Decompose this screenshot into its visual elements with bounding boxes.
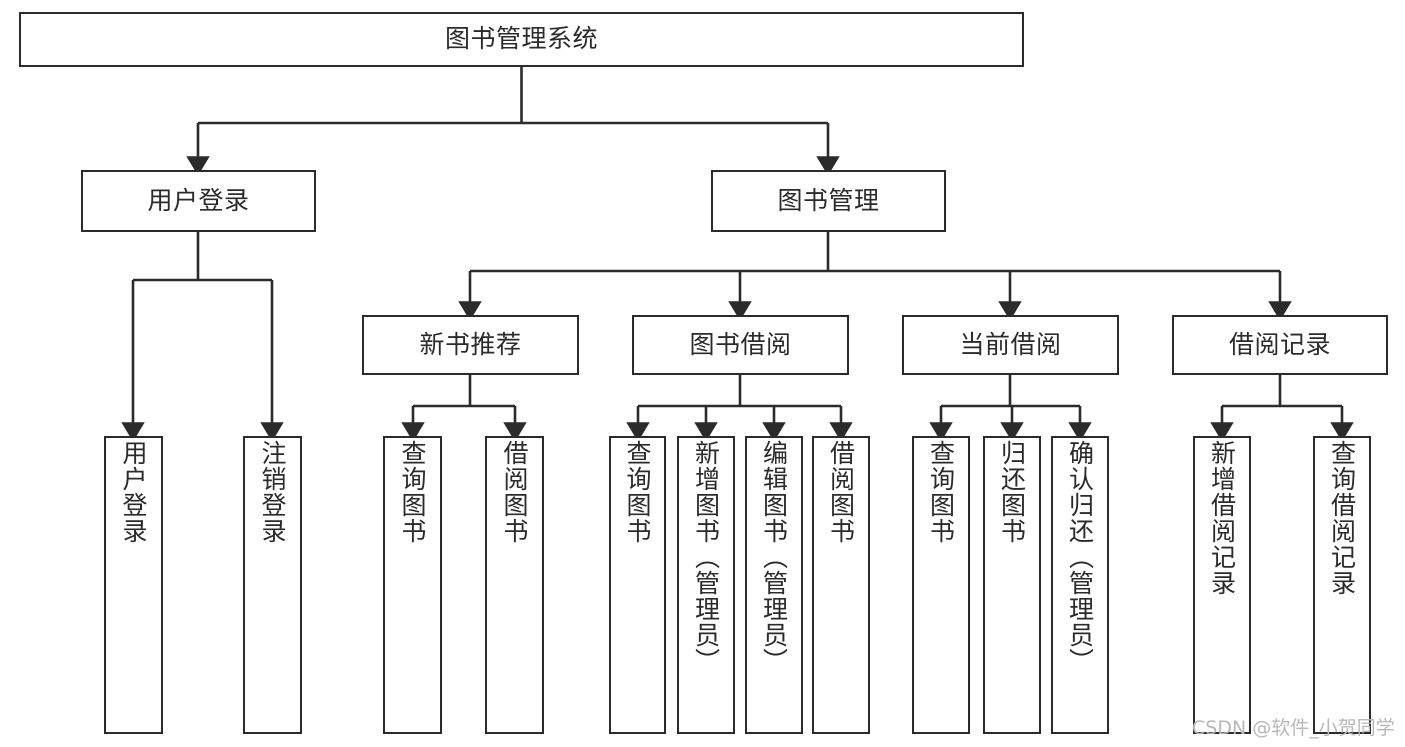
node-leaf-query-book-recommend[interactable]: 查询图书 [383,436,442,734]
csdn-watermark: CSDN @软件_小贺同学 [1192,717,1395,739]
node-leaf-add-borrow-record-label: 新增借阅记录 [1207,440,1237,596]
node-leaf-edit-book-admin[interactable]: 编辑图书（管理员） [745,436,803,734]
node-book-management-label: 图书管理 [777,185,880,215]
node-book-management[interactable]: 图书管理 [711,170,946,232]
node-leaf-query-borrow-record[interactable]: 查询借阅记录 [1313,436,1371,734]
node-current-borrow-label: 当前借阅 [959,329,1062,359]
node-leaf-user-login[interactable]: 用户登录 [104,436,163,734]
node-leaf-confirm-return-admin-label: 确认归还（管理员） [1065,440,1095,674]
node-leaf-query-book-borrow-label: 查询图书 [623,440,652,544]
node-leaf-query-book-current-label: 查询图书 [926,440,956,544]
node-current-borrow[interactable]: 当前借阅 [902,315,1119,375]
node-new-book-recommend-label: 新书推荐 [419,329,522,359]
node-leaf-borrow-book-recommend[interactable]: 借阅图书 [485,436,544,734]
node-leaf-add-book-admin-label: 新增图书（管理员） [691,440,721,674]
node-leaf-query-book-borrow[interactable]: 查询图书 [609,436,666,734]
node-leaf-logout-login[interactable]: 注销登录 [243,436,302,734]
node-borrow-record-label: 借阅记录 [1228,329,1331,359]
node-leaf-return-book-label: 归还图书 [997,440,1027,544]
node-leaf-borrow-book-label: 借阅图书 [826,440,856,544]
node-borrow-record[interactable]: 借阅记录 [1172,315,1388,375]
node-leaf-query-borrow-record-label: 查询借阅记录 [1327,440,1357,596]
node-user-login[interactable]: 用户登录 [81,170,316,232]
node-leaf-confirm-return-admin[interactable]: 确认归还（管理员） [1051,436,1109,734]
node-leaf-return-book[interactable]: 归还图书 [983,436,1041,734]
node-leaf-add-book-admin[interactable]: 新增图书（管理员） [677,436,735,734]
node-leaf-borrow-book[interactable]: 借阅图书 [812,436,870,734]
node-new-book-recommend[interactable]: 新书推荐 [362,315,579,375]
node-root-system-label: 图书管理系统 [444,24,598,54]
node-leaf-add-borrow-record[interactable]: 新增借阅记录 [1193,436,1251,734]
node-leaf-borrow-book-recommend-label: 借阅图书 [500,440,529,544]
node-root-system[interactable]: 图书管理系统 [19,12,1024,67]
node-leaf-edit-book-admin-label: 编辑图书（管理员） [759,440,789,674]
node-leaf-query-book-recommend-label: 查询图书 [398,440,427,544]
node-book-borrow-label: 图书借阅 [689,329,792,359]
node-leaf-logout-login-label: 注销登录 [258,440,287,544]
node-leaf-user-login-label: 用户登录 [119,440,148,544]
node-leaf-query-book-current[interactable]: 查询图书 [912,436,970,734]
node-book-borrow[interactable]: 图书借阅 [632,315,849,375]
node-user-login-label: 用户登录 [147,185,250,215]
